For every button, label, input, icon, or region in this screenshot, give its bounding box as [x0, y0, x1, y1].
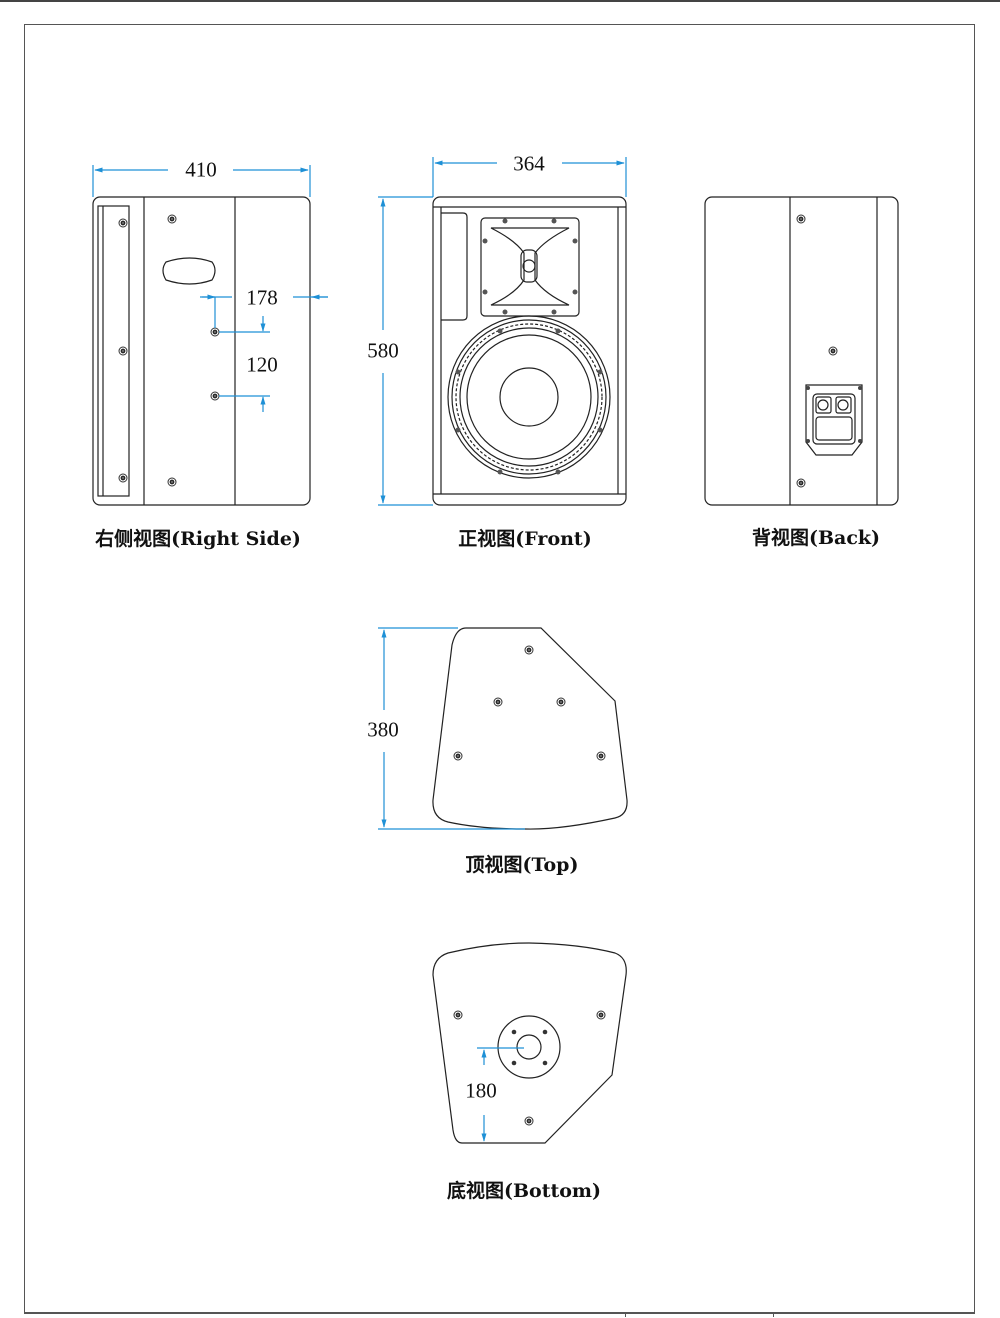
- back-view: [704, 196, 899, 506]
- bottom-view: [432, 942, 627, 1144]
- top-caption: 顶视图(Top): [465, 854, 579, 876]
- bottom-dimensions: [477, 1047, 524, 1142]
- bottom-outline: [432, 942, 627, 1144]
- top-dimensions: [378, 627, 525, 830]
- side-rail: [97, 205, 130, 497]
- front-view: [432, 196, 627, 506]
- woofer-outer-ring: [447, 315, 611, 479]
- speakon-connector-2: [835, 396, 852, 414]
- pole-mount-flange: [497, 1015, 561, 1079]
- right-side-width-label: 410: [185, 157, 217, 182]
- woofer-cone: [466, 334, 592, 460]
- top-depth-label: 380: [367, 717, 399, 742]
- drawing-frame: [24, 24, 975, 1314]
- input-panel: [805, 384, 863, 456]
- pole-mount-socket: [516, 1034, 542, 1060]
- bottom-mount-offset-label: 180: [465, 1078, 497, 1103]
- top-border-line: [0, 0, 1000, 2]
- woofer-dust-cap: [499, 367, 559, 427]
- front-caption: 正视图(Front): [458, 528, 592, 550]
- bottom-caption: 底视图(Bottom): [446, 1180, 602, 1202]
- right-side-dimensions: [92, 165, 328, 412]
- front-width-label: 364: [513, 151, 545, 176]
- top-outline: [432, 627, 628, 830]
- horn-tweeter-frame: [480, 217, 580, 317]
- right-side-view: [92, 196, 311, 506]
- right-side-offset-label: 178: [246, 285, 278, 310]
- handle-recess: [162, 257, 216, 285]
- front-dimensions: [378, 157, 627, 506]
- right-side-spacing-label: 120: [246, 352, 278, 377]
- speakon-connector-1: [815, 396, 832, 414]
- front-height-label: 580: [367, 338, 399, 363]
- back-outline: [704, 196, 899, 506]
- title-block-strip: [24, 1312, 975, 1318]
- title-block-divider: [625, 1312, 626, 1317]
- port-panel: [441, 212, 468, 321]
- horn-tweeter: [490, 227, 570, 306]
- title-block-divider: [773, 1312, 774, 1317]
- front-outline: [432, 196, 627, 506]
- right-side-outline: [92, 196, 311, 506]
- back-caption: 背视图(Back): [751, 527, 881, 549]
- top-view: [432, 627, 628, 830]
- right-side-caption: 右侧视图(Right Side): [95, 528, 301, 550]
